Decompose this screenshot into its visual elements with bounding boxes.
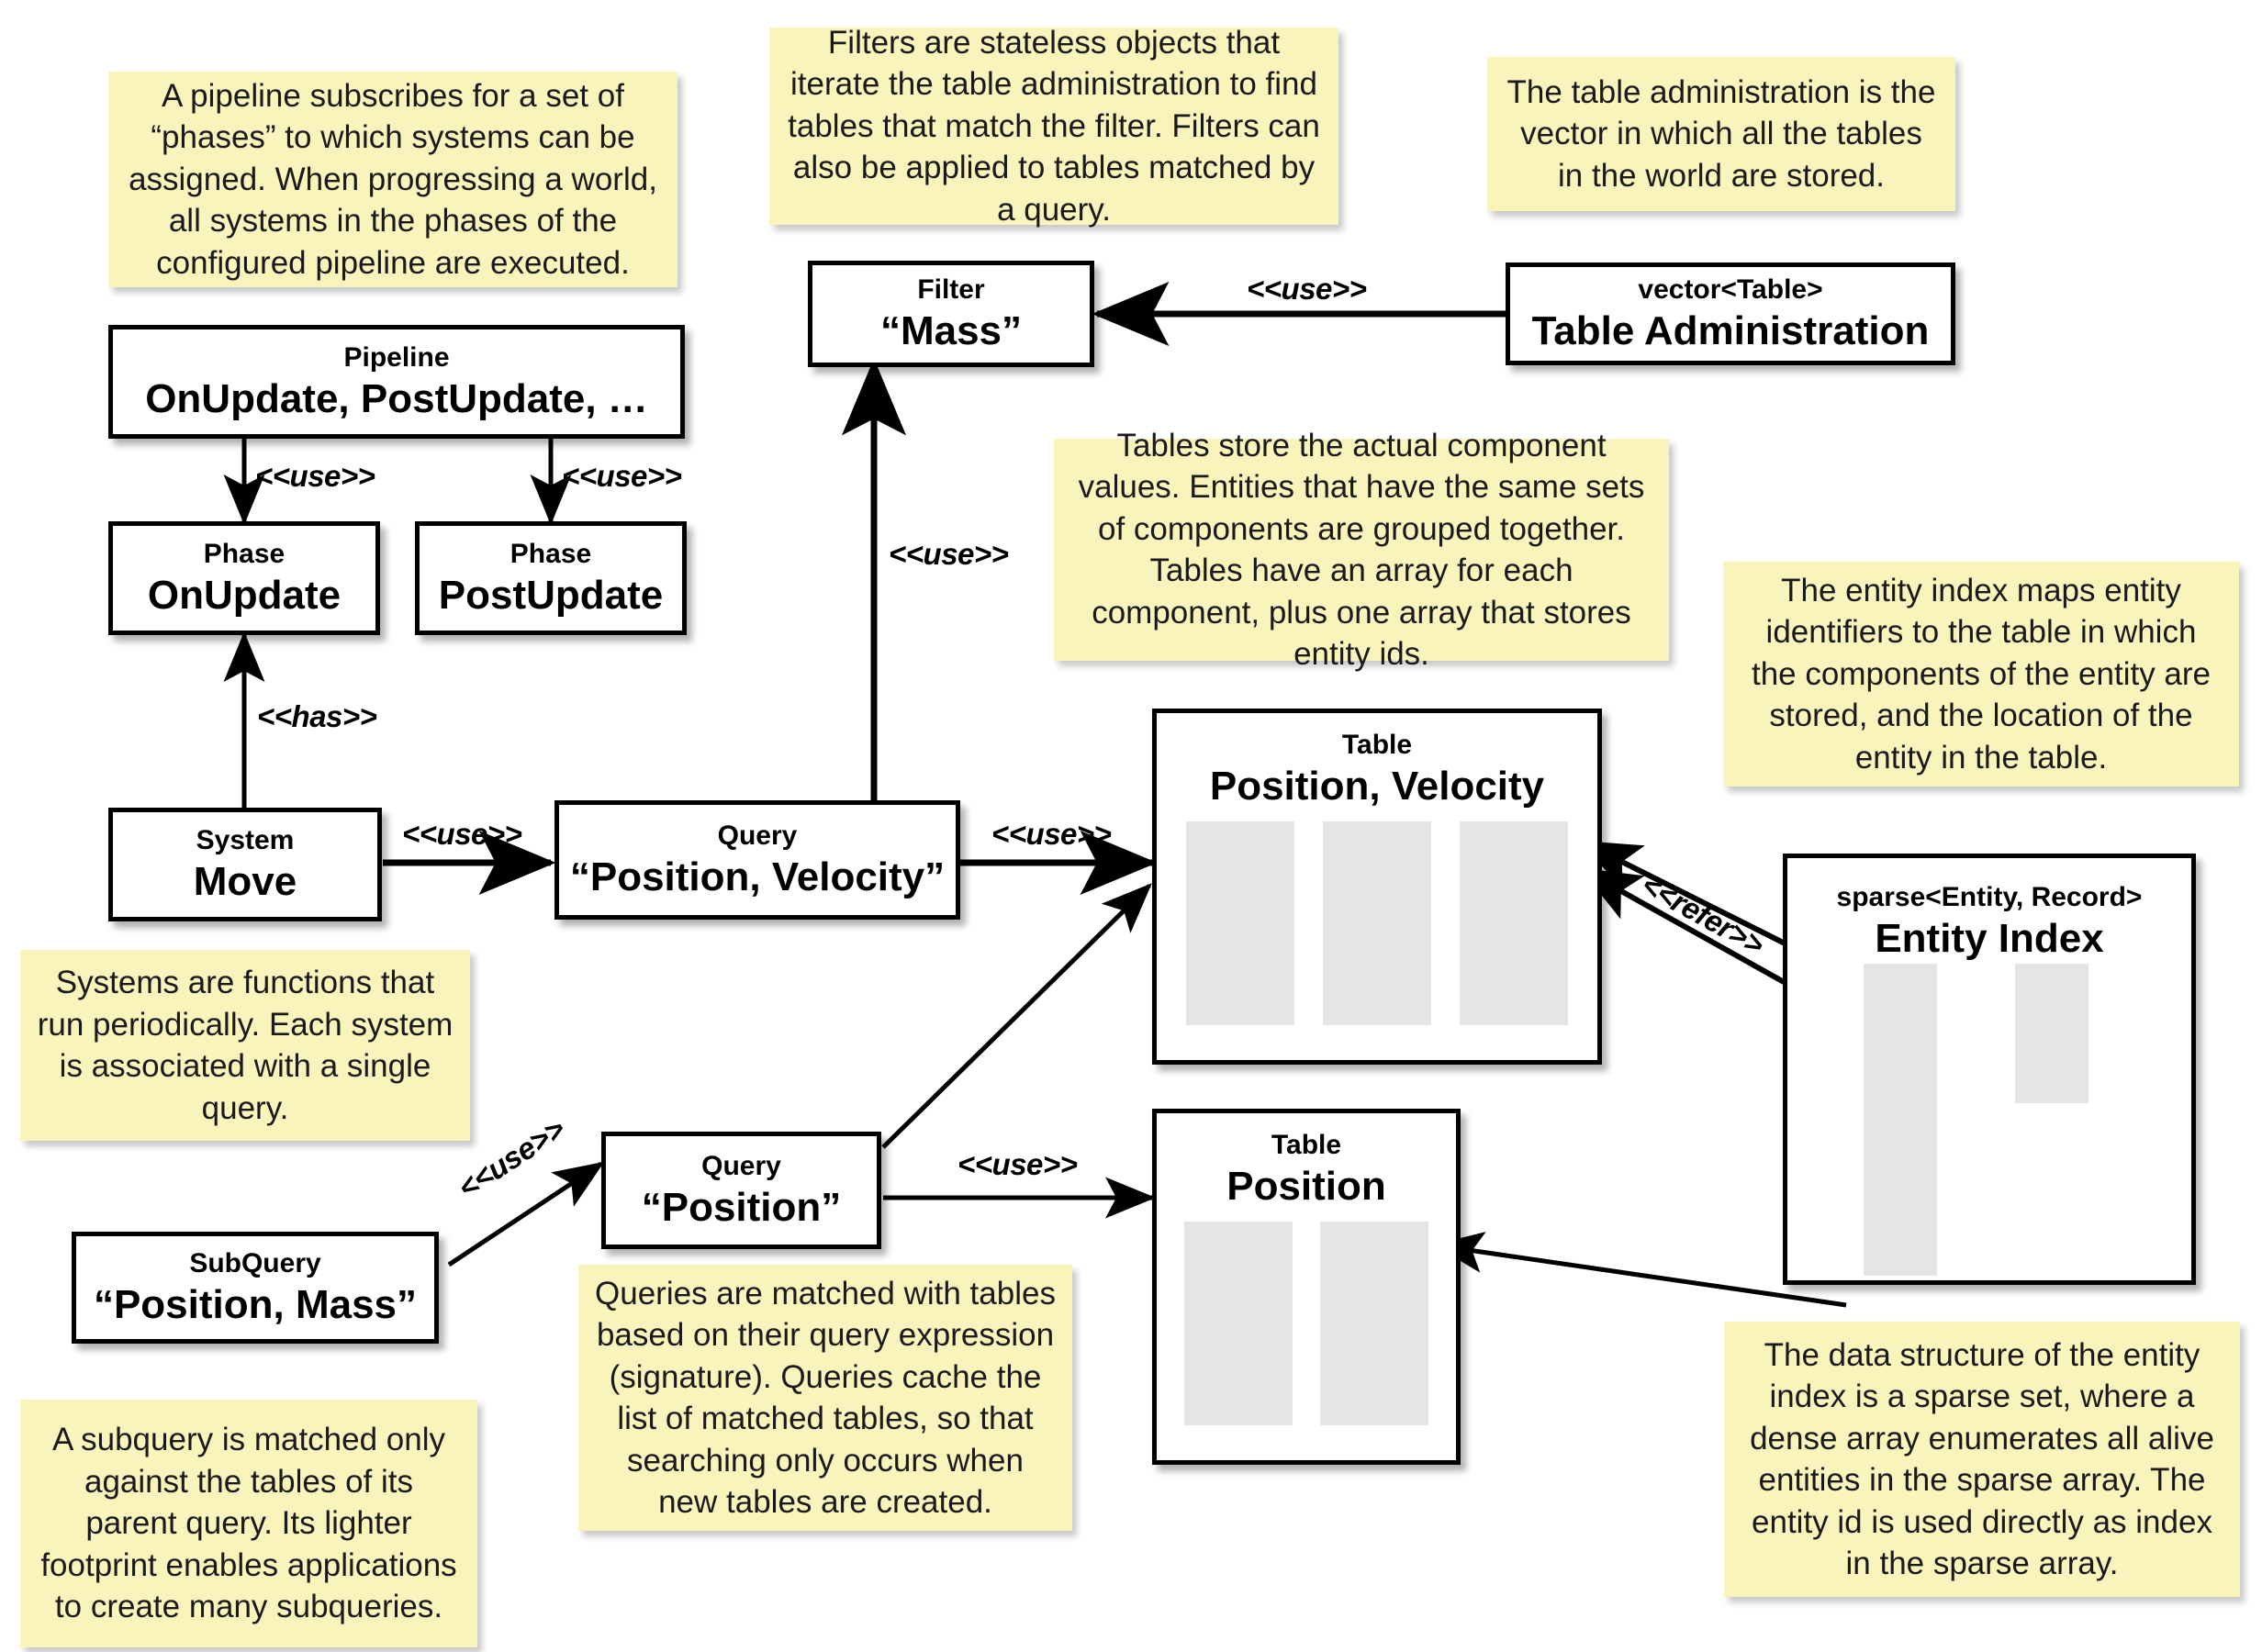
box-subquery-stereotype: SubQuery — [189, 1248, 321, 1279]
box-table-position-velocity-title: Position, Velocity — [1209, 763, 1545, 809]
box-subquery-position-mass[interactable]: SubQuery “Position, Mass” — [72, 1232, 439, 1344]
box-subquery-title: “Position, Mass” — [93, 1281, 418, 1327]
array-column — [1184, 1221, 1293, 1425]
note-queries-text: Queries are matched with tables based on… — [595, 1275, 1056, 1521]
box-filter-mass[interactable]: Filter “Mass” — [808, 261, 1094, 367]
box-system-move-title: Move — [193, 858, 297, 904]
box-table-position-stereotype: Table — [1271, 1130, 1342, 1160]
array-column — [1460, 820, 1568, 1025]
box-entity-index[interactable]: sparse<Entity, Record> Entity Index — [1783, 854, 2196, 1285]
label-index-refers-table: <<refer>> — [1636, 867, 1770, 963]
box-phase-onupdate-title: OnUpdate — [147, 572, 342, 618]
note-sparse-set: The data structure of the entity index i… — [1724, 1322, 2240, 1597]
box-table-administration-stereotype: vector<Table> — [1638, 274, 1823, 306]
box-filter-mass-title: “Mass” — [879, 307, 1023, 353]
box-table-position-velocity[interactable]: Table Position, Velocity — [1152, 709, 1602, 1065]
box-system-move-stereotype: System — [196, 825, 295, 856]
note-tables-text: Tables store the actual component values… — [1078, 427, 1645, 673]
box-query-position-stereotype: Query — [701, 1151, 781, 1182]
table-position-velocity-arrays — [1157, 820, 1597, 1025]
box-table-administration-title: Table Administration — [1531, 307, 1930, 353]
box-phase-postupdate-title: PostUpdate — [438, 572, 664, 618]
box-pipeline-stereotype: Pipeline — [343, 342, 450, 374]
box-filter-mass-stereotype: Filter — [917, 274, 985, 306]
box-table-position[interactable]: Table Position — [1152, 1109, 1461, 1465]
note-table-administration-text: The table administration is the vector i… — [1506, 73, 1936, 194]
array-column — [1320, 1221, 1428, 1425]
box-phase-postupdate[interactable]: Phase PostUpdate — [415, 521, 687, 635]
label-query-uses-filter: <<use>> — [889, 537, 1009, 571]
table-position-arrays — [1157, 1221, 1456, 1425]
note-entity-index: The entity index maps entity identifiers… — [1723, 562, 2239, 787]
box-phase-onupdate[interactable]: Phase OnUpdate — [108, 521, 380, 635]
box-query-position-velocity[interactable]: Query “Position, Velocity” — [554, 800, 960, 920]
box-table-position-velocity-stereotype: Table — [1341, 730, 1413, 760]
note-tables: Tables store the actual component values… — [1054, 428, 1669, 672]
entity-index-dense-array — [2015, 964, 2088, 1103]
array-column — [1186, 820, 1294, 1025]
label-admin-uses-filter: <<use>> — [1247, 272, 1367, 306]
label-query-uses-table-posvel: <<use>> — [991, 817, 1112, 851]
note-systems-text: Systems are functions that run periodica… — [37, 965, 454, 1126]
note-filters-text: Filters are stateless objects that itera… — [788, 24, 1320, 228]
label-pipeline-uses-postupdate: <<use>> — [562, 459, 682, 493]
box-entity-index-stereotype: sparse<Entity, Record> — [1836, 882, 2143, 912]
box-query-position-velocity-title: “Position, Velocity” — [569, 854, 946, 899]
label-system-uses-query: <<use>> — [402, 817, 522, 851]
box-phase-onupdate-stereotype: Phase — [203, 539, 286, 570]
note-pipeline: A pipeline subscribes for a set of “phas… — [108, 72, 677, 287]
box-phase-postupdate-stereotype: Phase — [510, 539, 592, 570]
note-subquery: A subquery is matched only against the t… — [20, 1400, 477, 1647]
box-system-move[interactable]: System Move — [108, 808, 382, 921]
label-pipeline-uses-onupdate: <<use>> — [255, 459, 375, 493]
box-query-position[interactable]: Query “Position” — [601, 1132, 881, 1249]
array-column — [1323, 820, 1431, 1025]
label-system-has-phase: <<has>> — [257, 699, 377, 733]
box-pipeline-title: OnUpdate, PostUpdate, … — [145, 375, 648, 421]
note-entity-index-text: The entity index maps entity identifiers… — [1751, 572, 2212, 776]
note-pipeline-text: A pipeline subscribes for a set of “phas… — [129, 77, 657, 281]
box-pipeline[interactable]: Pipeline OnUpdate, PostUpdate, … — [108, 325, 685, 439]
note-sparse-set-text: The data structure of the entity index i… — [1750, 1336, 2214, 1582]
box-entity-index-title: Entity Index — [1875, 915, 2104, 961]
label-querypos-uses-table: <<use>> — [957, 1147, 1078, 1181]
entity-index-sparse-array — [1864, 964, 1937, 1276]
note-table-administration: The table administration is the vector i… — [1487, 57, 1955, 211]
note-systems: Systems are functions that run periodica… — [20, 950, 470, 1141]
box-table-administration[interactable]: vector<Table> Table Administration — [1506, 262, 1955, 365]
note-queries: Queries are matched with tables based on… — [578, 1265, 1072, 1531]
note-subquery-text: A subquery is matched only against the t… — [40, 1422, 457, 1625]
box-query-position-velocity-stereotype: Query — [717, 820, 798, 852]
edge-querypos-uses-table-posvel — [881, 883, 1152, 1149]
box-query-position-title: “Position” — [641, 1184, 842, 1230]
note-filters: Filters are stateless objects that itera… — [769, 25, 1338, 228]
box-table-position-title: Position — [1226, 1163, 1386, 1209]
